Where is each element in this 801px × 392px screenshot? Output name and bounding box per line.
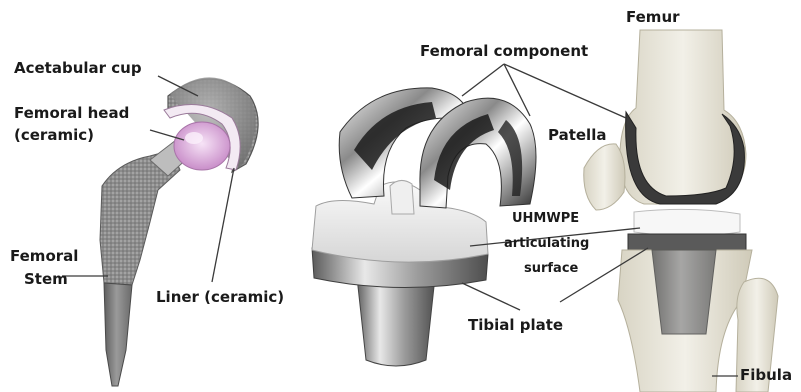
leader-femoral-component-3 [504, 64, 626, 118]
femoral-stem-distal [104, 283, 132, 386]
label-liner: Liner (ceramic) [156, 288, 284, 306]
label-acetabular-cup: Acetabular cup [14, 59, 142, 77]
knee-poly-insert [634, 209, 740, 236]
hip-implant [100, 77, 258, 386]
label-uhmwpe-line2: articulating [504, 236, 589, 251]
label-tibial-plate: Tibial plate [468, 316, 563, 334]
knee-tibial-tray [628, 234, 746, 250]
label-femoral-stem-line2: Stem [24, 270, 68, 288]
label-femoral-head-line1: Femoral head [14, 104, 129, 122]
label-fibula: Fibula [740, 366, 792, 384]
leader-liner [212, 168, 234, 282]
label-uhmwpe-line1: UHMWPE [512, 211, 579, 226]
tibial-post [390, 180, 414, 214]
label-femoral-stem-line1: Femoral [10, 247, 78, 265]
ceramic-femoral-head [174, 122, 230, 170]
label-femoral-head-line2: (ceramic) [14, 126, 94, 144]
knee-tibial-stem [652, 250, 716, 334]
label-uhmwpe-line3: surface [524, 261, 579, 276]
leader-femoral-component-1 [462, 64, 504, 96]
leader-tibial-plate [462, 283, 520, 310]
label-femoral-component: Femoral component [420, 42, 588, 60]
patella-bone [584, 144, 625, 210]
knee-anatomy [584, 30, 778, 392]
label-femur: Femur [626, 8, 680, 26]
label-patella: Patella [548, 126, 606, 144]
